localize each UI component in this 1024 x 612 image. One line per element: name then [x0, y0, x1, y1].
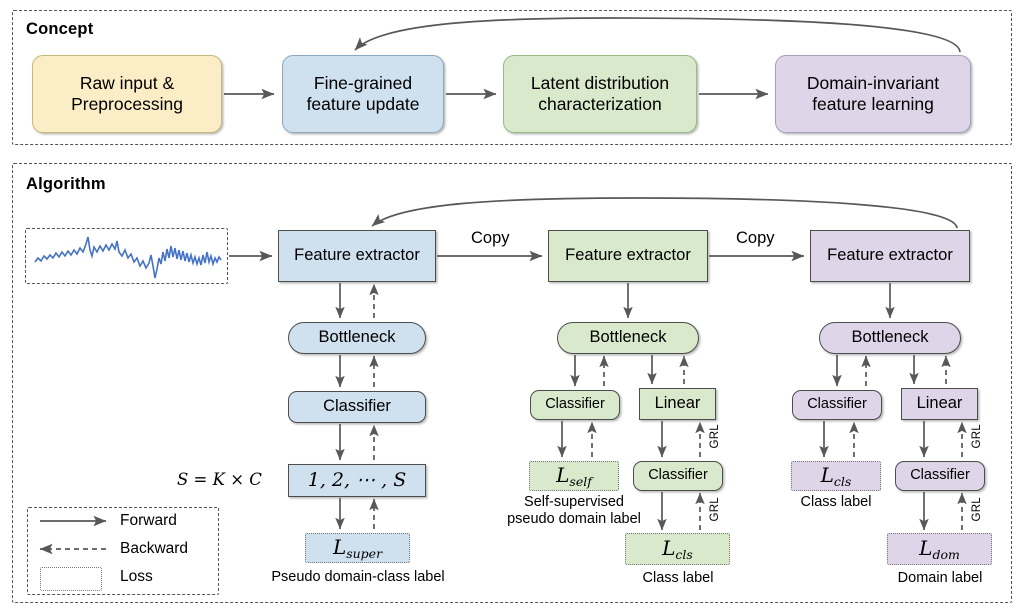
copy-label-1: Copy	[471, 229, 510, 247]
grl-label-green-upper: GRL	[709, 424, 721, 449]
concept-stage-raw-input[interactable]: Raw input & Preprocessing	[32, 55, 222, 133]
loss-symbol: Lcls	[821, 463, 852, 489]
node-label: Feature extractor	[565, 246, 691, 265]
input-signal-frame	[25, 228, 228, 284]
grl-label-purple-lower: GRL	[971, 497, 983, 522]
loss-script-L: L	[662, 536, 676, 560]
node-label: Classifier	[910, 467, 970, 484]
loss-subscript: cls	[833, 474, 852, 489]
loss-symbol: Lcls	[662, 536, 693, 562]
algorithm-panel	[12, 163, 1012, 603]
feature-extractor-blue[interactable]: Feature extractor	[278, 230, 436, 282]
node-label: Classifier	[545, 396, 605, 413]
loss-symbol: Ldom	[919, 536, 960, 562]
loss-symbol: Lself	[556, 463, 592, 489]
concept-stage-label: Domain-invariant feature learning	[806, 73, 940, 114]
loss-script-L: L	[556, 463, 570, 487]
node-label: Classifier	[648, 467, 708, 484]
concept-stage-label: Raw input & Preprocessing	[71, 73, 183, 114]
feature-extractor-green[interactable]: Feature extractor	[548, 230, 708, 282]
concept-stage-latent-distribution[interactable]: Latent distribution characterization	[503, 55, 697, 133]
legend-label-loss: Loss	[120, 568, 153, 585]
loss-script-L: L	[919, 536, 933, 560]
loss-self-green: Lself	[529, 461, 619, 491]
algorithm-panel-title: Algorithm	[26, 175, 106, 193]
concept-stage-label: Fine-grained feature update	[306, 73, 420, 114]
classifier-purple-right[interactable]: Classifier	[895, 461, 985, 491]
caption-class-label-purple: Class label	[800, 494, 872, 510]
loss-super-blue: Lsuper	[305, 533, 410, 563]
sequence-equation: S = K × C	[177, 470, 262, 489]
legend-label-forward: Forward	[120, 512, 177, 529]
loss-subscript: cls	[675, 547, 693, 562]
bottleneck-purple[interactable]: Bottleneck	[819, 322, 961, 354]
node-label: Classifier	[323, 397, 391, 416]
node-label: Bottleneck	[318, 328, 396, 347]
concept-stage-fine-grained[interactable]: Fine-grained feature update	[282, 55, 444, 133]
loss-script-L: L	[820, 463, 834, 487]
legend-label-backward: Backward	[120, 540, 189, 557]
sequence-box-label: 1, 2, ⋯ , S	[307, 469, 407, 492]
node-label: Linear	[654, 394, 701, 413]
grl-label-green-lower: GRL	[709, 497, 721, 522]
caption-class-label-green: Class label	[642, 570, 714, 586]
loss-cls-green: Lcls	[625, 533, 730, 565]
loss-subscript: self	[569, 474, 592, 489]
concept-panel	[12, 10, 1012, 145]
linear-purple[interactable]: Linear	[901, 388, 978, 420]
classifier-green-left[interactable]: Classifier	[530, 390, 620, 420]
loss-cls-purple: Lcls	[791, 461, 881, 491]
sequence-box-blue[interactable]: 1, 2, ⋯ , S	[288, 464, 426, 497]
caption-domain-label: Domain label	[897, 570, 983, 586]
node-label: Feature extractor	[294, 246, 420, 265]
node-label: Bottleneck	[851, 328, 929, 347]
copy-label-2: Copy	[736, 229, 775, 247]
bottleneck-green[interactable]: Bottleneck	[557, 322, 699, 354]
classifier-green-right[interactable]: Classifier	[633, 461, 723, 491]
bottleneck-blue[interactable]: Bottleneck	[288, 322, 426, 354]
caption-pseudo-domain-class-label: Pseudo domain-class label	[271, 569, 445, 585]
concept-stage-domain-invariant[interactable]: Domain-invariant feature learning	[775, 55, 971, 133]
concept-stage-label: Latent distribution characterization	[530, 73, 670, 114]
grl-label-purple-upper: GRL	[971, 424, 983, 449]
loss-dom-purple: Ldom	[887, 533, 992, 565]
node-label: Bottleneck	[589, 328, 667, 347]
loss-symbol: Lsuper	[333, 535, 382, 561]
legend-box	[27, 507, 219, 595]
caption-self-supervised-pseudo-domain-label: Self-supervised pseudo domain label	[507, 494, 641, 528]
node-label: Feature extractor	[827, 246, 953, 265]
classifier-blue[interactable]: Classifier	[288, 391, 426, 423]
loss-script-L: L	[332, 535, 347, 559]
concept-panel-title: Concept	[26, 20, 94, 38]
node-label: Classifier	[807, 396, 867, 413]
loss-subscript: super	[346, 546, 383, 561]
feature-extractor-purple[interactable]: Feature extractor	[810, 230, 970, 282]
legend-loss-swatch	[40, 567, 102, 591]
node-label: Linear	[916, 394, 963, 413]
linear-green[interactable]: Linear	[639, 388, 716, 420]
classifier-purple-left[interactable]: Classifier	[792, 390, 882, 420]
loss-subscript: dom	[932, 547, 960, 562]
